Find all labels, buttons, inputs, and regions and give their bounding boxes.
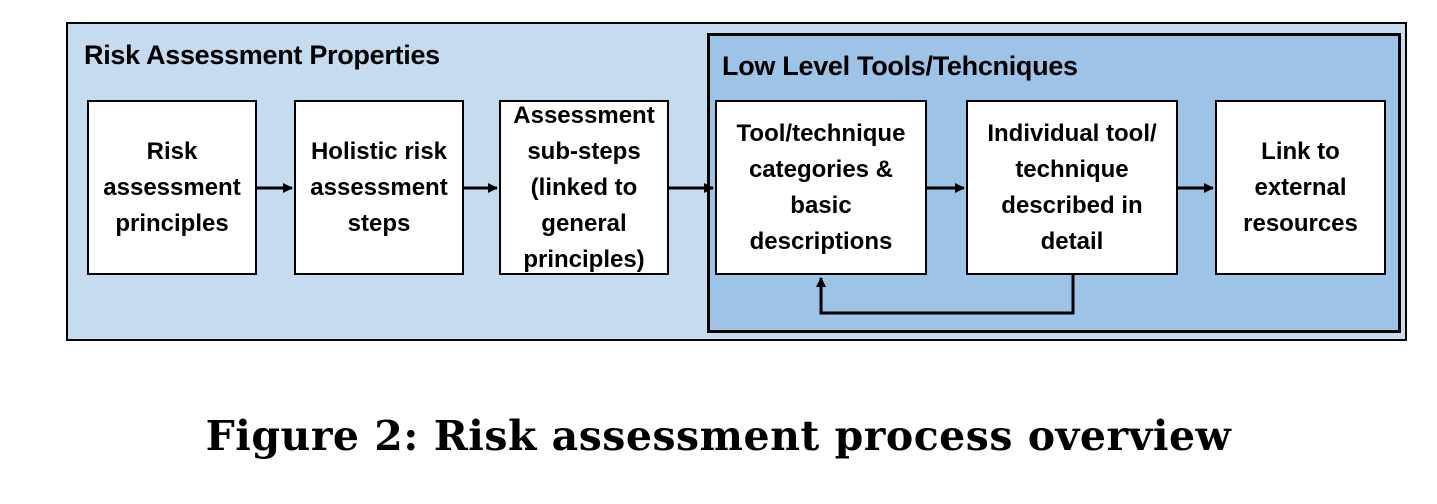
box-holistic-risk-assessment-steps: Holistic risk assessment steps: [294, 100, 464, 275]
outer-group-title: Risk Assessment Properties: [84, 40, 440, 70]
box-assessment-sub-steps: Assessment sub-steps (linked to general …: [499, 100, 669, 275]
box-individual-tool-technique: Individual tool/ technique described in …: [966, 100, 1178, 275]
figure-caption: Figure 2: Risk assessment process overvi…: [205, 412, 1232, 460]
box-link-to-external-resources: Link to external resources: [1215, 100, 1386, 275]
box-tool-technique-categories: Tool/technique categories & basic descri…: [715, 100, 927, 275]
inner-group-title: Low Level Tools/Tehcniques: [722, 51, 1078, 81]
arrow-feedback-loop: [816, 275, 1075, 315]
box-risk-assessment-principles: Risk assessment principles: [87, 100, 257, 275]
